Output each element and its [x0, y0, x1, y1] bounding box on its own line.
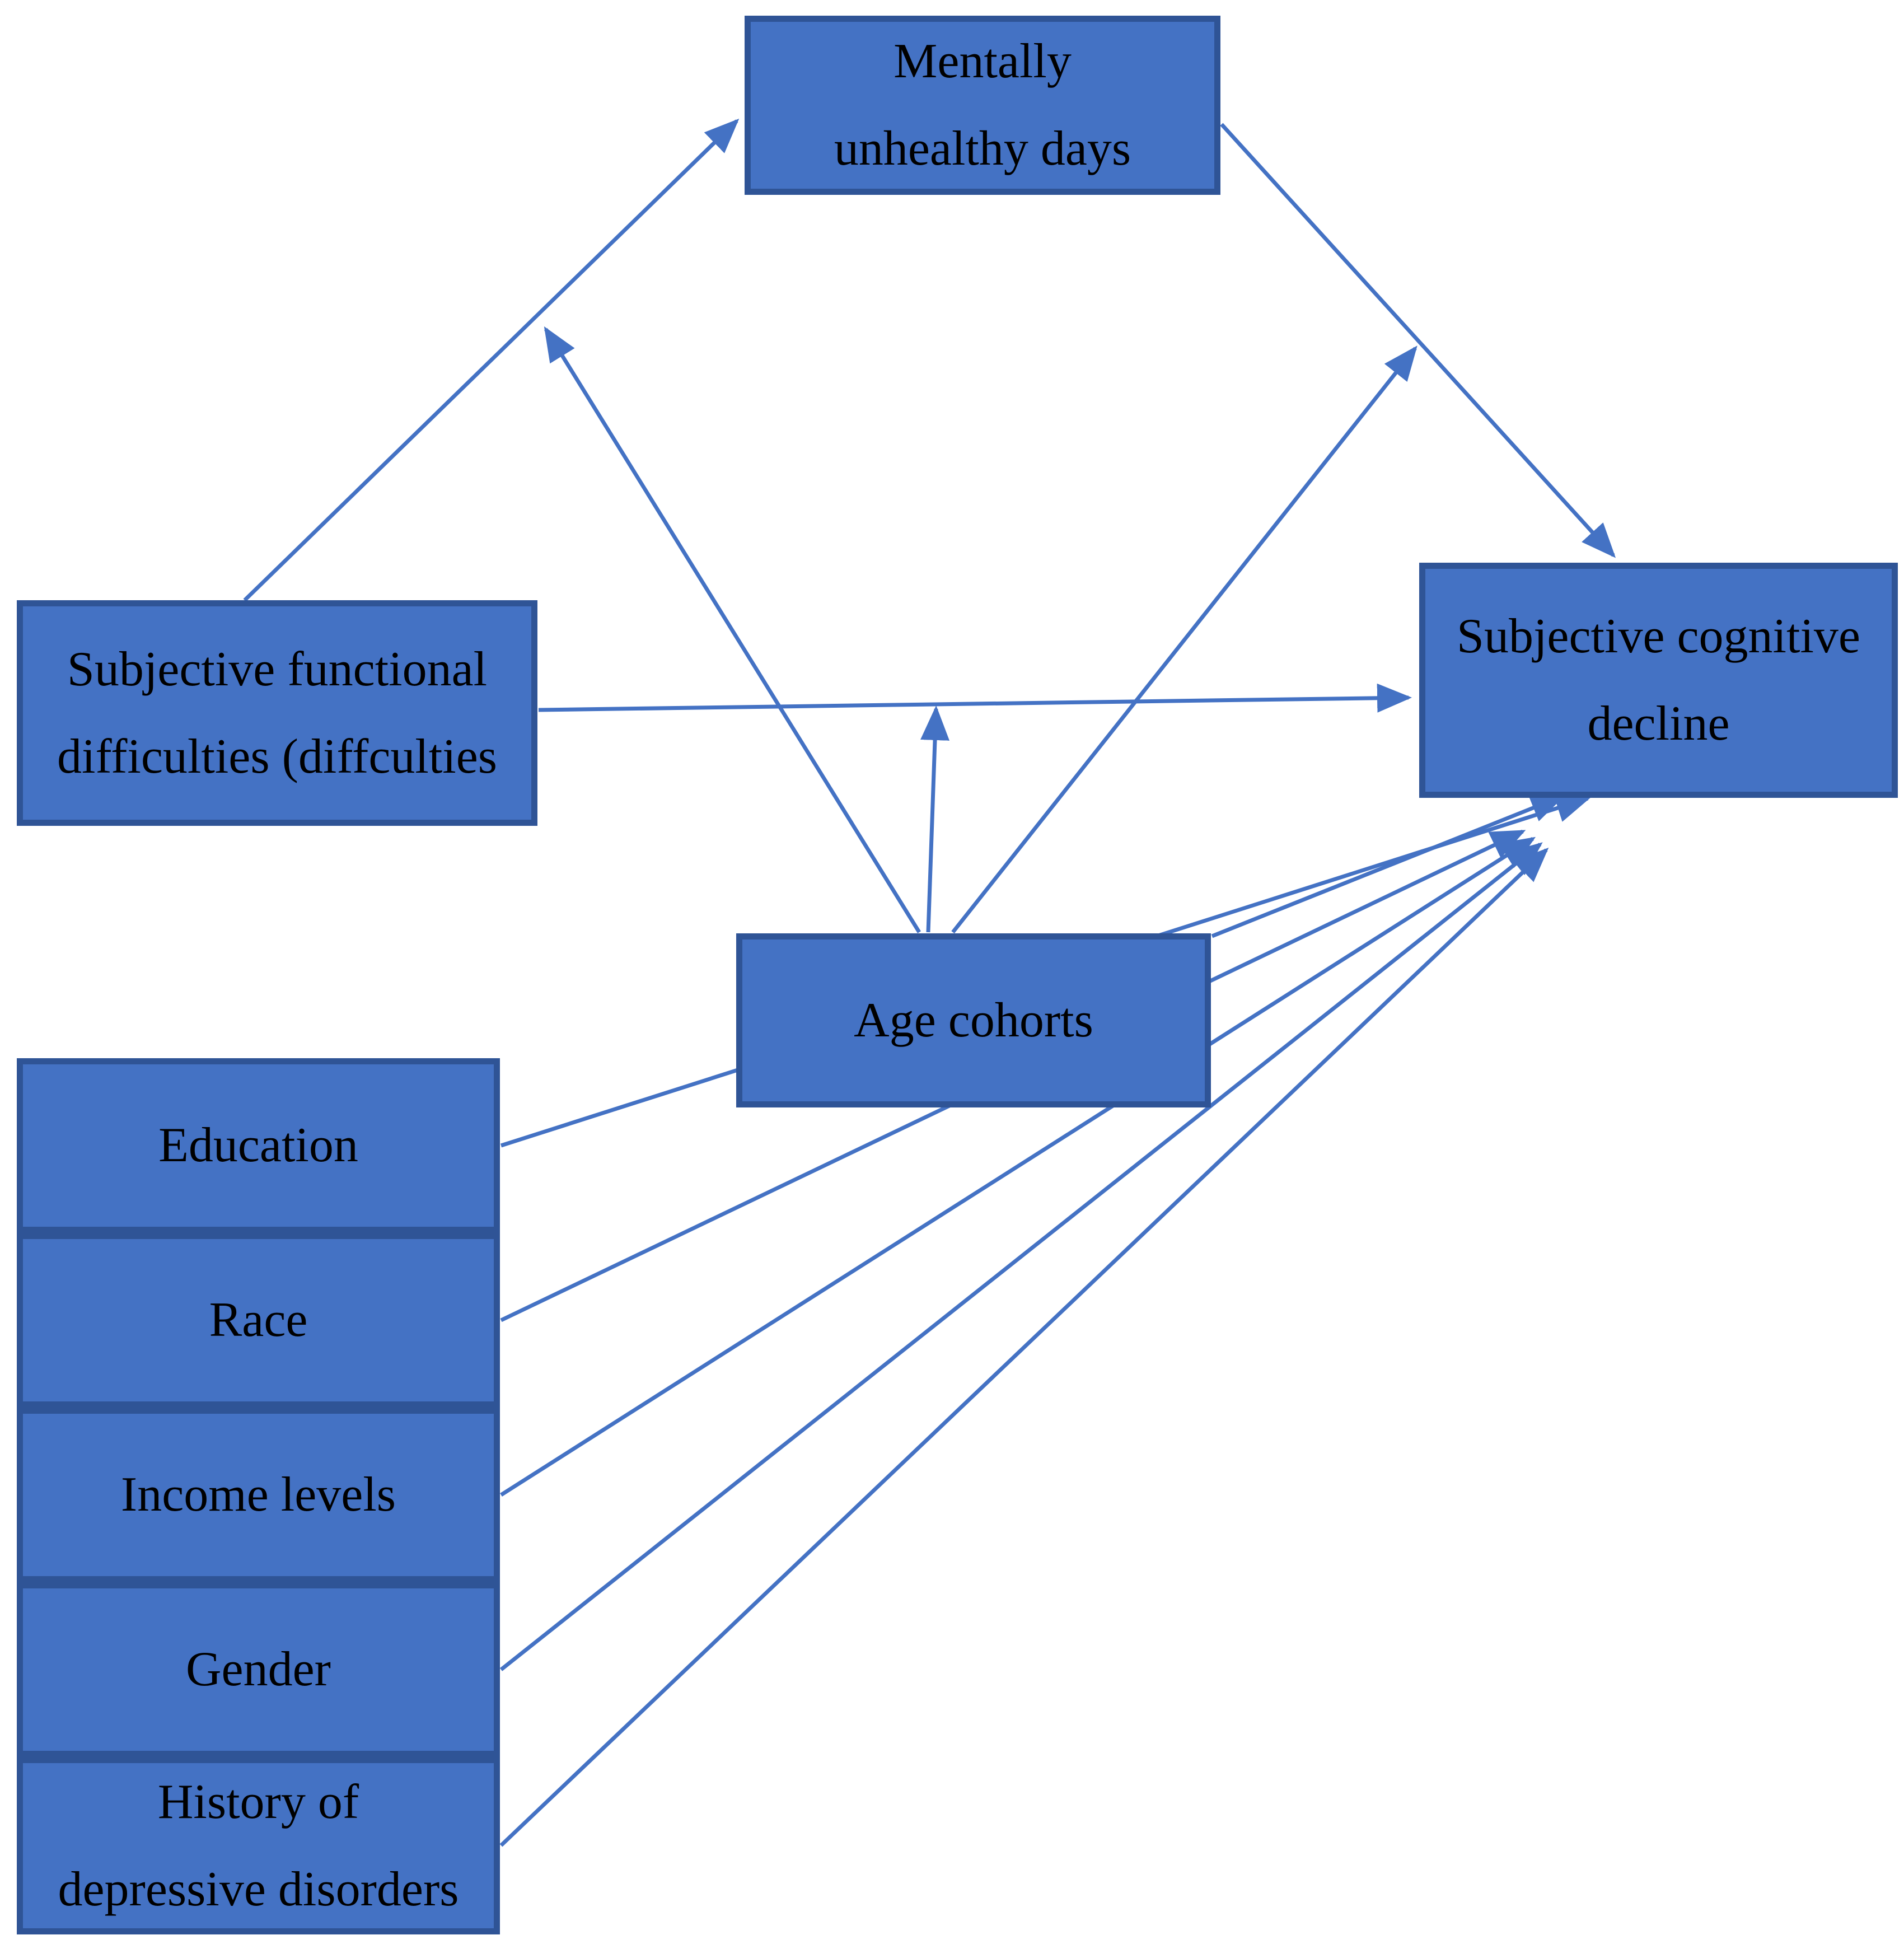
arrow-income-to-scd: [500, 836, 1536, 1497]
arrow-age-to-path-sfd-mud: [544, 326, 921, 933]
arrow-history-to-scd: [499, 847, 1549, 1847]
node-age-cohorts: Age cohorts: [736, 933, 1211, 1107]
node-label: Subjective cognitive: [1457, 609, 1860, 663]
node-label: Subjective functional: [67, 642, 488, 697]
node-label: decline: [1587, 697, 1730, 751]
arrow-age-to-scd: [1211, 794, 1566, 938]
node-label: Mentally: [893, 34, 1072, 88]
node-subjective-cognitive-decline: Subjective cognitive decline: [1419, 563, 1898, 798]
arrow-age-to-path-sfd-scd: [920, 705, 950, 933]
node-label: Age cohorts: [854, 993, 1093, 1048]
node-education: Education: [17, 1058, 500, 1233]
node-mentally-unhealthy-days: Mentally unhealthy days: [745, 16, 1220, 195]
node-subjective-functional-difficulties: Subjective functional difficulties (diff…: [17, 600, 537, 826]
arrow-mud-to-scd: [1220, 123, 1616, 558]
node-race: Race: [17, 1233, 500, 1408]
node-label: Race: [209, 1293, 308, 1347]
node-label: History of: [157, 1774, 359, 1829]
node-label: difficulties (diffculties: [57, 729, 498, 784]
node-label: unhealthy days: [834, 121, 1131, 176]
arrow-sfd-to-mud: [243, 118, 740, 602]
node-label: Gender: [186, 1642, 331, 1696]
node-income-levels: Income levels: [17, 1408, 500, 1582]
node-label: depressive disorders: [58, 1862, 459, 1917]
node-history-of-depressive-disorders: History of depressive disorders: [17, 1757, 500, 1934]
arrow-sfd-to-scd: [538, 683, 1412, 713]
node-gender: Gender: [17, 1582, 500, 1757]
arrow-gender-to-scd: [499, 842, 1543, 1671]
arrow-age-to-path-mud-scd: [951, 345, 1418, 934]
node-label: Income levels: [120, 1467, 396, 1522]
node-label: Education: [158, 1118, 358, 1172]
